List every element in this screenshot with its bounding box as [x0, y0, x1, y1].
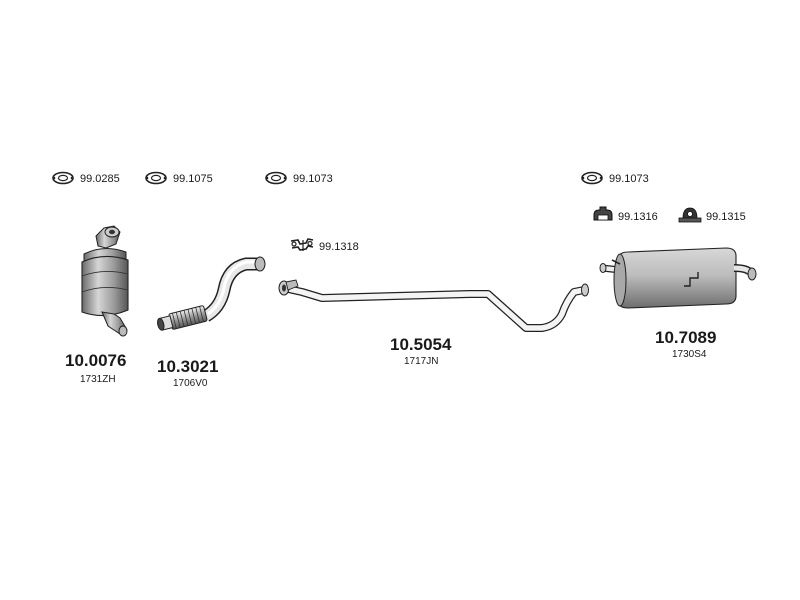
rear-silencer-drawing [598, 242, 768, 314]
gasket-code-3: 99.1073 [293, 173, 333, 185]
rubber-mount-icon [592, 206, 614, 224]
rubber-hanger-icon [678, 206, 702, 224]
gasket-ring-icon [580, 171, 604, 185]
catalytic-converter-drawing [74, 222, 134, 342]
clamp-code: 99.1318 [319, 241, 359, 253]
mount-code-1: 99.1316 [618, 211, 658, 223]
oem-code-3: 1717JN [404, 356, 439, 367]
gasket-code-2: 99.1075 [173, 173, 213, 185]
clamp-icon [288, 236, 316, 254]
mount-code-2: 99.1315 [706, 211, 746, 223]
oem-code-4: 1730S4 [672, 349, 707, 360]
gasket-ring-icon [51, 171, 75, 185]
gasket-code-1: 99.0285 [80, 173, 120, 185]
intermediate-pipe-drawing [274, 278, 594, 348]
flex-front-pipe-drawing [154, 254, 272, 334]
part-number-2: 10.3021 [157, 357, 219, 376]
gasket-ring-icon [144, 171, 168, 185]
part-number-1: 10.0076 [65, 351, 127, 370]
gasket-code-4: 99.1073 [609, 173, 649, 185]
part-number-3: 10.5054 [390, 335, 452, 354]
oem-code-2: 1706V0 [173, 378, 208, 389]
gasket-ring-icon [264, 171, 288, 185]
part-number-4: 10.7089 [655, 328, 717, 347]
oem-code-1: 1731ZH [80, 374, 116, 385]
